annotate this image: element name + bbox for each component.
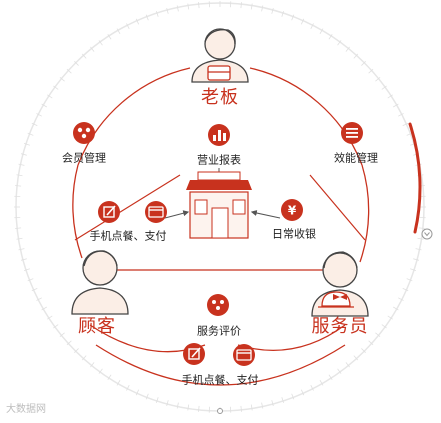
customer-figure <box>72 251 128 314</box>
ring-tick <box>198 2 199 8</box>
edit-icon <box>183 343 205 365</box>
ring-tick <box>21 259 27 261</box>
ring-tick <box>241 406 242 412</box>
ring-tick <box>19 249 25 250</box>
ring-tick <box>177 403 178 409</box>
ring-tick <box>167 8 169 14</box>
arrow-cash <box>252 212 280 218</box>
line-staff-top <box>310 175 365 240</box>
ring-tick <box>21 154 27 156</box>
ring-bottom-dot <box>218 409 223 414</box>
role-customer-label: 顾客 <box>78 318 116 336</box>
ring-tick <box>419 228 425 229</box>
arc-left-customer <box>73 165 82 258</box>
ring-tick <box>19 164 25 165</box>
ring-tick <box>198 406 199 412</box>
mobile-order-top-label: 手机点餐、支付 <box>90 231 167 242</box>
bar-chart-icon <box>208 124 230 146</box>
ring-tick <box>241 2 242 8</box>
ring-red-arc <box>410 124 420 232</box>
arc-boss-right <box>250 68 362 165</box>
star-cluster-icon <box>207 294 229 316</box>
card-icon <box>145 201 167 223</box>
card-icon <box>233 344 255 366</box>
customer-body <box>72 288 128 314</box>
ring-tick <box>272 8 274 14</box>
store-icon <box>186 172 252 238</box>
list-icon <box>341 122 363 144</box>
store-window-left <box>195 200 207 214</box>
ring-tick <box>177 6 178 12</box>
boss-figure <box>192 29 248 82</box>
ring-tick <box>416 249 422 250</box>
role-boss-label: 老板 <box>201 89 239 107</box>
store-awning <box>186 180 252 190</box>
ring-scroll-knob[interactable] <box>422 229 432 239</box>
briefcase-icon <box>208 66 230 80</box>
ring-tick <box>262 6 263 12</box>
store-sign <box>198 172 240 180</box>
svg-text:¥: ¥ <box>288 204 297 218</box>
ring-tick <box>262 403 263 409</box>
ring-tick <box>413 259 419 261</box>
ring-tick <box>17 175 23 176</box>
arc-boss-left <box>78 68 190 165</box>
daily-cash-label: 日常收银 <box>272 229 316 240</box>
boss-head <box>205 29 235 59</box>
ring-tick <box>188 405 189 411</box>
arrow-mobile <box>165 212 188 218</box>
store-door <box>212 208 228 238</box>
arc-right-staff <box>360 165 369 262</box>
ring-tick <box>251 405 252 411</box>
role-staff-label: 服务员 <box>312 318 369 336</box>
mobile-order-bottom-label: 手机点餐、支付 <box>182 375 259 386</box>
ring-tick <box>17 238 23 239</box>
yen-icon: ¥ <box>281 199 303 221</box>
efficiency-management-label: 效能管理 <box>334 153 378 164</box>
service-review-label: 服务评价 <box>197 326 241 337</box>
watermark: 大数据网 <box>6 400 46 415</box>
ring-tick <box>167 400 169 406</box>
ring-tick <box>15 228 21 229</box>
people-group-icon <box>73 122 95 144</box>
ring-tick <box>251 4 252 10</box>
ring-tick <box>188 4 189 10</box>
store-window-right <box>233 200 245 214</box>
edit-icon <box>98 201 120 223</box>
ring-tick <box>272 400 274 406</box>
ring-tick <box>15 185 21 186</box>
ring-tick <box>418 238 424 239</box>
revenue-report-label: 营业报表 <box>197 155 241 166</box>
member-management-label: 会员管理 <box>62 153 106 164</box>
